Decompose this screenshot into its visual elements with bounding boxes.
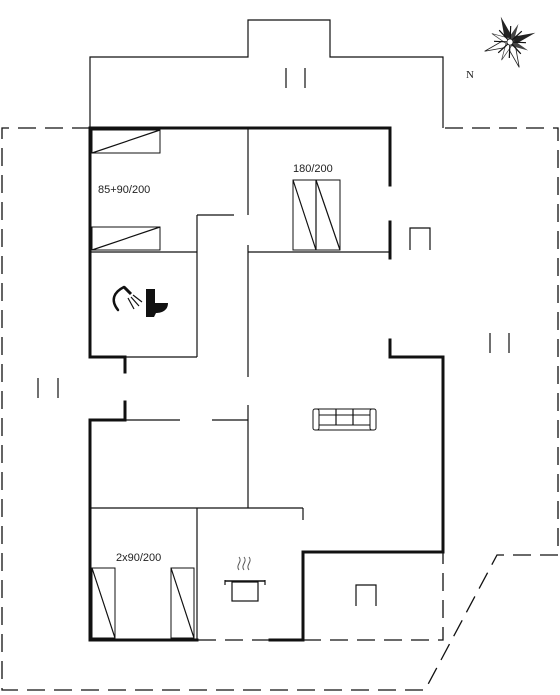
window-marks	[37, 68, 510, 398]
door-icon	[355, 584, 377, 606]
double-bed	[292, 179, 341, 251]
exterior-walls	[88, 126, 445, 642]
interior-walls	[90, 128, 390, 640]
bed-left	[91, 567, 116, 639]
cooking-pot-icon	[224, 556, 266, 602]
bed-upper	[91, 129, 161, 154]
bed-right	[170, 567, 195, 639]
sofa-icon	[312, 408, 377, 431]
compass-rose-icon	[484, 16, 536, 68]
door-icon	[409, 227, 431, 250]
terrace-outline	[1, 127, 559, 691]
toilet-icon	[146, 289, 168, 317]
shower-icon	[112, 285, 143, 312]
bedroom-2-bed-label: 180/200	[293, 163, 333, 175]
roof-outline	[89, 19, 444, 128]
bedroom-3-bed-label: 2x90/200	[116, 552, 161, 564]
bed-lower	[91, 226, 161, 251]
north-label: N	[466, 69, 474, 81]
bedroom-1-bed-label: 85+90/200	[98, 184, 150, 196]
